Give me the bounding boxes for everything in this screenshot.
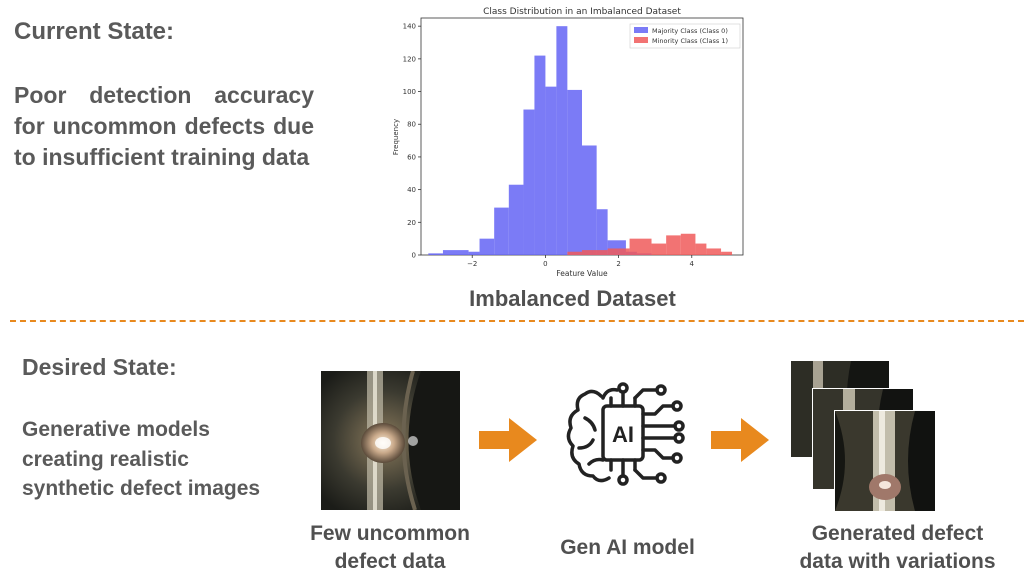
chart-ylabel: Frequency — [392, 119, 400, 155]
histogram-bar — [468, 251, 480, 255]
x-tick-label: 4 — [690, 260, 695, 268]
input-caption-line2: defect data — [334, 550, 446, 573]
y-tick-label: 0 — [412, 252, 416, 260]
ai-brain-icon: AI — [563, 378, 691, 505]
histogram-bar — [442, 250, 469, 255]
histogram-bar — [567, 251, 582, 255]
histogram-bar — [607, 248, 619, 255]
legend-label-majority: Majority Class (Class 0) — [652, 27, 728, 35]
histogram-bar — [666, 235, 681, 255]
y-tick-label: 40 — [407, 186, 416, 194]
histogram-bar — [582, 145, 597, 255]
histogram-bar — [556, 26, 568, 256]
input-caption: Few uncommon defect data — [285, 520, 495, 576]
defect-photo-graphic — [321, 371, 460, 510]
desired-state-description: Generative models creating realistic syn… — [22, 418, 261, 500]
histogram-bar — [534, 55, 546, 255]
output-caption: Generated defect data with variations — [775, 520, 1020, 576]
desired-state-heading: Desired State: — [22, 354, 177, 380]
histogram-bar — [567, 89, 582, 256]
histogram-bar — [706, 248, 722, 255]
histogram-bar — [680, 233, 696, 255]
arrow-right-icon — [479, 418, 537, 462]
x-tick-label: 0 — [543, 260, 547, 268]
generated-image-front — [834, 410, 936, 512]
legend-label-minority: Minority Class (Class 1) — [652, 37, 728, 45]
histogram-bar — [582, 250, 593, 255]
output-caption-line2: data with variations — [799, 550, 996, 573]
y-tick-label: 140 — [403, 23, 416, 31]
histogram-bar — [618, 248, 630, 255]
histogram-bar — [428, 253, 443, 255]
chart-title: Class Distribution in an Imbalanced Data… — [483, 7, 681, 17]
current-state-description: Poor detection accuracy for uncommon def… — [14, 82, 314, 170]
y-tick-label: 120 — [403, 55, 416, 63]
defect-sample-image — [320, 370, 461, 511]
histogram-bar — [596, 209, 608, 255]
histogram-bar — [721, 251, 733, 255]
generated-defect-images — [790, 360, 940, 515]
chart-caption: Imbalanced Dataset — [469, 286, 676, 311]
chart-xlabel: Feature Value — [556, 269, 608, 278]
histogram-bar — [479, 238, 495, 255]
histogram-bar — [592, 250, 608, 255]
histogram-bar — [508, 184, 524, 255]
model-caption: Gen AI model — [560, 536, 695, 559]
histogram-bar — [695, 243, 707, 255]
histogram-bar — [545, 86, 557, 255]
chart-legend: Majority Class (Class 0) Minority Class … — [629, 23, 741, 49]
histogram-bar — [629, 238, 652, 255]
histogram-bar — [494, 207, 509, 255]
histogram-bar — [523, 109, 535, 255]
x-tick-label: −2 — [467, 260, 477, 268]
current-state-heading: Current State: — [14, 18, 175, 45]
output-caption-line1: Generated defect — [811, 522, 984, 545]
svg-text:AI: AI — [612, 422, 634, 447]
y-tick-label: 60 — [407, 153, 416, 161]
y-tick-label: 20 — [407, 219, 416, 227]
arrow-right-icon — [711, 418, 769, 462]
histogram-bar — [651, 243, 667, 255]
legend-swatch-majority — [634, 27, 648, 33]
y-tick-label: 100 — [403, 88, 416, 96]
y-tick-label: 80 — [407, 121, 416, 129]
legend-swatch-minority — [634, 37, 648, 43]
section-divider — [10, 320, 1024, 322]
x-tick-label: 2 — [616, 260, 620, 268]
input-caption-line1: Few uncommon — [310, 522, 470, 545]
